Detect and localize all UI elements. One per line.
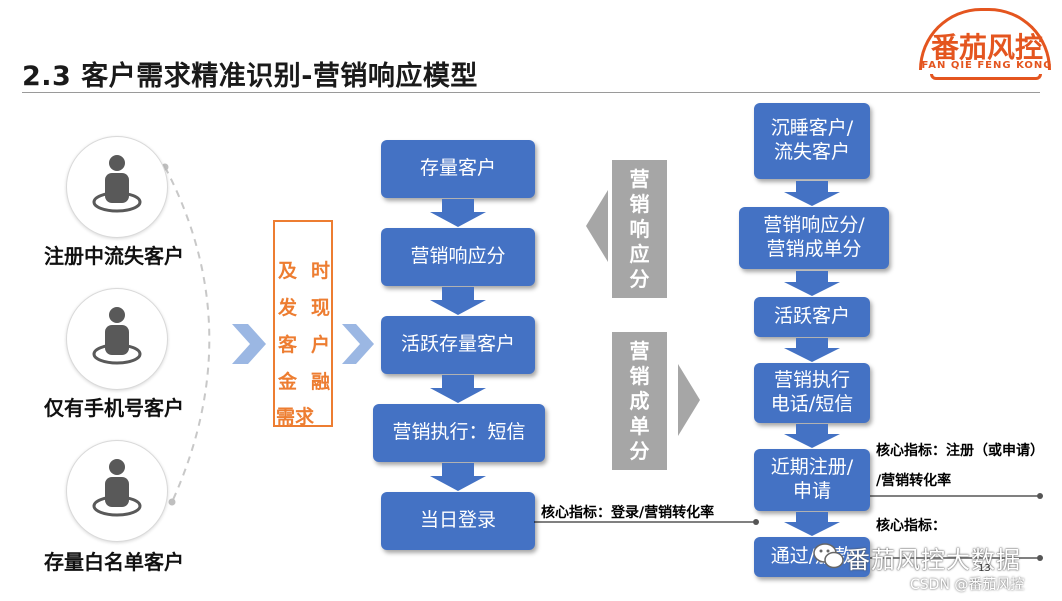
order-score-panel: 营销成单分 [612,332,667,470]
demand-char: 需 [276,406,296,428]
page-number: 13 [978,563,991,574]
arrow-down-icon [430,287,486,315]
page-title: 2.3 客户需求精准识别-营销响应模型 [22,61,478,92]
logo-text: 番茄风控 [930,31,1043,64]
arrow-down-icon [784,181,840,206]
flow-box-stock-customers: 存量客户 [381,140,535,198]
arrow-down-icon [784,338,840,362]
arrow-down-icon [784,271,840,296]
segment-label: 存量白名单客户 [44,550,184,574]
user-avatar-icon [66,288,168,390]
demand-char: 发 [278,297,298,319]
logo-subtitle: FAN QIE FENG KONG [921,60,1053,71]
right-core-metric-register-rate: /营销转化率 [876,473,952,489]
demand-char: 求 [295,406,315,428]
flow-box-active-stock: 活跃存量客户 [381,316,535,374]
brand-watermark: 番茄风控大数据 [846,546,1021,574]
demand-char: 现 [311,297,331,319]
chevron-right-icon [232,324,266,364]
user-avatar-icon [66,440,168,542]
csdn-watermark: CSDN @番茄风控 [910,577,1025,593]
flow-box-recent-register: 近期注册/申请 [754,449,870,511]
demand-char: 融 [311,371,331,393]
right-core-metric-loan: 核心指标： [876,518,946,534]
demand-char: 金 [278,371,298,393]
flow-box-response-order-score: 营销响应分/营销成单分 [739,207,889,269]
flow-box-call-sms-execution: 营销执行电话/短信 [754,363,870,423]
demand-char: 客 [278,334,298,356]
demand-char: 时 [311,260,331,282]
triangle-right-icon [678,364,700,436]
arrow-down-icon [784,512,840,536]
chevron-right-icon [342,324,374,364]
left-core-metric: 核心指标：登录/营销转化率 [541,505,715,521]
flow-box-sms-execution: 营销执行：短信 [373,404,545,462]
wechat-icon [813,543,844,569]
flow-box-approved-loan: 通过/放款 [754,537,870,577]
right-core-metric-register: 核心指标：注册（或申请） [876,443,1044,459]
response-score-panel: 营销响应分 [612,160,667,298]
demand-char: 及 [278,260,298,282]
title-divider [22,92,1040,93]
arrow-down-icon [430,463,486,491]
metric-connector [870,493,1043,499]
segment-label: 注册中流失客户 [44,244,184,268]
logo-underline [930,74,1042,80]
user-avatar-icon [66,136,168,238]
demand-box: 及 时 发 现 客 户 金 融 需 求 [273,220,333,428]
flow-box-same-day-login: 当日登录 [381,492,535,550]
triangle-left-icon [586,190,608,262]
flow-box-active-customers: 活跃客户 [754,297,870,337]
flow-box-response-score: 营销响应分 [381,228,535,286]
segment-label: 仅有手机号客户 [44,396,184,420]
flow-box-dormant-churn: 沉睡客户/流失客户 [754,103,870,179]
metric-connector [870,555,1043,561]
demand-char: 户 [311,334,331,356]
arrow-down-icon [784,424,840,448]
arrow-down-icon [430,199,486,227]
metric-connector [534,519,759,525]
arrow-down-icon [430,375,486,403]
